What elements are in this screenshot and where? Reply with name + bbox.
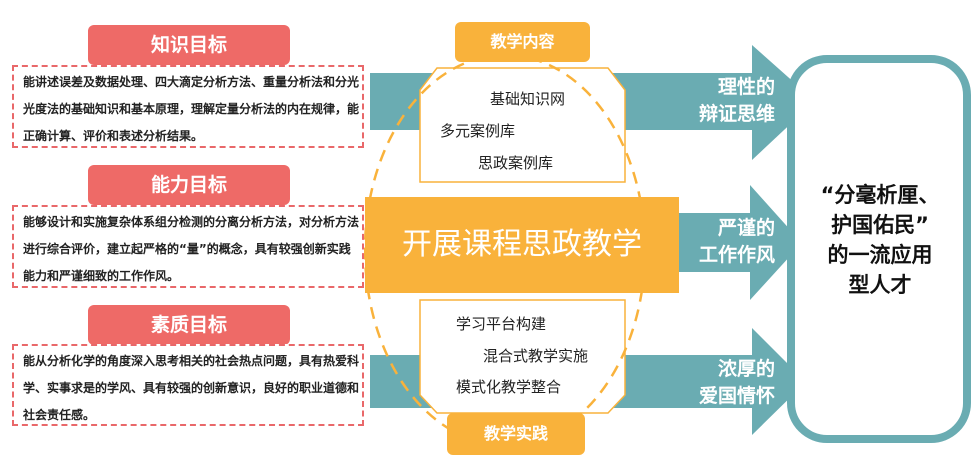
outcome-line: 浓厚的 — [717, 358, 775, 380]
content-item: 思政案例库 — [478, 154, 554, 172]
practice-item: 学习平台构建 — [456, 315, 547, 333]
arrow-middle — [670, 185, 802, 300]
result-frame — [787, 55, 971, 443]
outcome-line: 理性的 — [717, 76, 775, 98]
outcome-line: 工作作风 — [698, 244, 775, 266]
practice-item: 混合式教学实施 — [483, 347, 589, 365]
goal-title-quality: 素质目标 — [88, 305, 290, 345]
outcome-label-3: 浓厚的爱国情怀 — [665, 356, 775, 410]
goal-title-ability: 能力目标 — [88, 165, 290, 205]
result-line: “分毫析厘、 — [820, 183, 940, 207]
goal-text-quality: 能从分析化学的角度深入思考相关的社会热点问题，具有热爱科学、实事求是的学风、具有… — [12, 344, 364, 426]
outcome-line: 爱国情怀 — [698, 385, 775, 407]
goal-text-knowledge: 能讲述误差及数据处理、四大滴定分析方法、重量分析法和分光光度法的基础知识和基本原… — [12, 65, 364, 148]
content-item: 基础知识网 — [490, 90, 566, 108]
practice-box — [419, 299, 626, 414]
result-text: “分毫析厘、 护国佑民” 的一流应用 型人才 — [795, 180, 965, 300]
center-rect — [365, 197, 679, 293]
goal-text-ability: 能够设计和实施复杂体系组分检测的分离分析方法，对分析方法进行综合评价，建立起严格… — [12, 205, 364, 288]
result-line: 的一流应用 — [827, 243, 933, 267]
result-line: 型人才 — [848, 273, 912, 297]
outcome-label-2: 严谨的工作作风 — [665, 215, 775, 269]
goal-title-knowledge: 知识目标 — [88, 25, 290, 65]
practice-tab: 教学实践 — [447, 413, 585, 455]
outcome-label-1: 理性的辩证思维 — [665, 74, 775, 128]
outcome-line: 严谨的 — [717, 217, 775, 239]
content-tab: 教学内容 — [455, 22, 590, 62]
outcome-line: 辩证思维 — [698, 103, 775, 125]
content-item: 多元案例库 — [440, 122, 516, 140]
center-title: 开展课程思政教学 — [402, 227, 642, 262]
practice-item: 模式化教学整合 — [456, 378, 562, 396]
content-box — [419, 67, 626, 183]
result-line: 护国佑民” — [831, 213, 929, 237]
